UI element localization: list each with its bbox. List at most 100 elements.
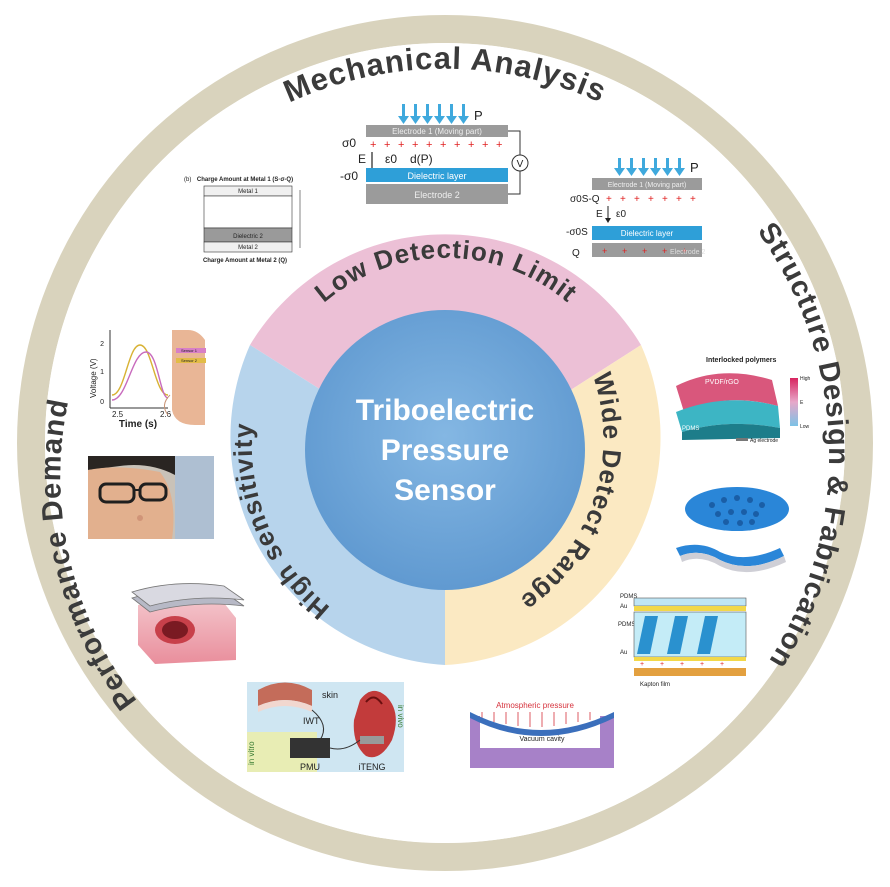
svg-text:iTENG: iTENG — [359, 762, 386, 772]
svg-text:Kapton film: Kapton film — [640, 682, 670, 688]
svg-text:1: 1 — [100, 369, 104, 376]
figure-electrode-top: P Electrode 1 (Moving part) + + + + + + + + + + σ… — [340, 104, 529, 204]
svg-text:+: + — [440, 139, 446, 151]
svg-text:+: + — [454, 139, 460, 151]
center-line-2: Pressure — [381, 434, 509, 467]
figure-vacuum-cavity: Atmospheric pressure Vacuum cavity — [470, 701, 614, 768]
svg-text:+: + — [662, 194, 668, 205]
svg-text:Q: Q — [572, 248, 580, 259]
svg-text:in vivo: in vivo — [396, 705, 405, 728]
svg-text:+: + — [412, 139, 418, 151]
svg-text:Sensor 1: Sensor 1 — [181, 348, 198, 353]
sector-high-sensitivity — [230, 345, 445, 665]
figure-voltage-plot: 2 1 0 Voltage (V) 2.5 2.6 Time (s) Senso… — [88, 320, 206, 430]
svg-text:Low: Low — [800, 424, 810, 430]
svg-text:(b): (b) — [184, 177, 191, 183]
figure-micro-pillars — [676, 487, 789, 573]
svg-text:-σ0S: -σ0S — [566, 227, 588, 238]
svg-text:σ0S-Q: σ0S-Q — [570, 194, 600, 205]
figure-iteng: skin IWT PMU iTENG in vivo in vitro — [247, 682, 405, 772]
label-neg-sigma0: -σ0 — [340, 169, 358, 183]
label-electrode1: Electrode 1 (Moving part) — [392, 127, 482, 136]
svg-text:PDMS: PDMS — [618, 622, 635, 628]
svg-text:Dielectric 2: Dielectric 2 — [233, 234, 263, 240]
label-p: P — [474, 108, 483, 123]
svg-text:ε0: ε0 — [616, 209, 626, 220]
svg-text:+: + — [468, 139, 474, 151]
svg-text:+: + — [496, 139, 502, 151]
svg-text:+: + — [606, 194, 612, 205]
svg-text:Interlocked polymers: Interlocked polymers — [706, 357, 777, 364]
svg-text:+: + — [620, 194, 626, 205]
center-line-1: Triboelectric — [356, 394, 534, 427]
center-line-3: Sensor — [394, 474, 496, 507]
svg-text:+: + — [482, 139, 488, 151]
center-circle — [305, 310, 585, 590]
figure-electrode-right: P Electrode 1 (Moving part) σ0S-Q + + + + + +… — [566, 158, 706, 259]
label-time: Time (s) — [119, 419, 157, 430]
label-charge-top: Charge Amount at Metal 1 (S·σ-Q) — [197, 177, 293, 183]
svg-text:+: + — [700, 661, 704, 668]
svg-text:+: + — [602, 246, 607, 256]
label-voltage: Voltage (V) — [89, 358, 98, 398]
label-sigma0: σ0 — [342, 136, 356, 150]
svg-text:+: + — [622, 246, 627, 256]
svg-text:+: + — [660, 661, 664, 668]
svg-text:+: + — [662, 246, 667, 256]
svg-text:+: + — [384, 139, 390, 151]
svg-text:+: + — [426, 139, 432, 151]
svg-text:2.6: 2.6 — [160, 410, 172, 419]
figure-layered-structure: PDMS Au PDMS Au + + + + + Kapton film — [618, 594, 747, 688]
label-dp: d(P) — [410, 152, 433, 166]
label-charge-bottom: Charge Amount at Metal 2 (Q) — [203, 258, 287, 264]
svg-text:Atmospheric pressure: Atmospheric pressure — [496, 701, 574, 710]
figure-artery-sensor — [131, 583, 245, 664]
svg-text:Sensor 2: Sensor 2 — [181, 358, 198, 363]
sector-wide-detect-range — [445, 345, 661, 665]
svg-text:Au: Au — [620, 650, 627, 656]
label-e: E — [358, 152, 366, 166]
plus-charges-row: + + + + + + + + + + — [370, 139, 502, 151]
svg-text:+: + — [398, 139, 404, 151]
label-dielectric: Dielectric layer — [407, 171, 466, 181]
svg-text:in vitro: in vitro — [247, 741, 256, 765]
svg-text:+: + — [676, 194, 682, 205]
svg-text:E: E — [596, 209, 603, 220]
svg-text:+: + — [720, 661, 724, 668]
svg-text:High: High — [800, 376, 811, 382]
svg-text:+: + — [640, 661, 644, 668]
svg-text:+: + — [680, 661, 684, 668]
svg-text:+: + — [634, 194, 640, 205]
svg-text:IWT: IWT — [303, 716, 320, 726]
svg-text:PVDF/rGO: PVDF/rGO — [705, 379, 739, 386]
figure-interlocked-polymers: Interlocked polymers PVDF/rGO PDMS Ag el… — [676, 357, 811, 444]
svg-text:+: + — [370, 139, 376, 151]
svg-text:+: + — [648, 194, 654, 205]
svg-text:Vacuum cavity: Vacuum cavity — [520, 736, 565, 743]
label-electrode2: Electrode 2 — [414, 190, 460, 200]
outer-ring — [17, 15, 873, 871]
svg-text:E: E — [800, 400, 804, 406]
figure-charge-diagram: (b) Charge Amount at Metal 1 (S·σ-Q) Met… — [180, 170, 310, 268]
svg-text:Electrode 1 (Moving part): Electrode 1 (Moving part) — [608, 182, 687, 189]
svg-text:Ag electrode: Ag electrode — [750, 438, 778, 444]
svg-text:Metal 2: Metal 2 — [238, 245, 258, 251]
svg-text:PDMS: PDMS — [620, 594, 637, 600]
svg-text:2: 2 — [100, 341, 104, 348]
svg-text:Dielectric layer: Dielectric layer — [621, 229, 674, 238]
svg-text:Au: Au — [620, 604, 627, 610]
svg-text:+: + — [690, 194, 696, 205]
label-eps: ε0 — [385, 152, 397, 166]
svg-text:Metal 1: Metal 1 — [238, 189, 258, 195]
figure-face-photo — [88, 456, 214, 539]
svg-text:+: + — [682, 246, 687, 256]
svg-text:0: 0 — [100, 399, 104, 406]
svg-text:PDMS: PDMS — [682, 426, 699, 432]
svg-text:PMU: PMU — [300, 762, 320, 772]
svg-text:2.5: 2.5 — [112, 410, 124, 419]
svg-text:skin: skin — [322, 690, 338, 700]
svg-text:P: P — [690, 160, 699, 175]
svg-text:Electrode 2: Electrode 2 — [670, 249, 706, 256]
